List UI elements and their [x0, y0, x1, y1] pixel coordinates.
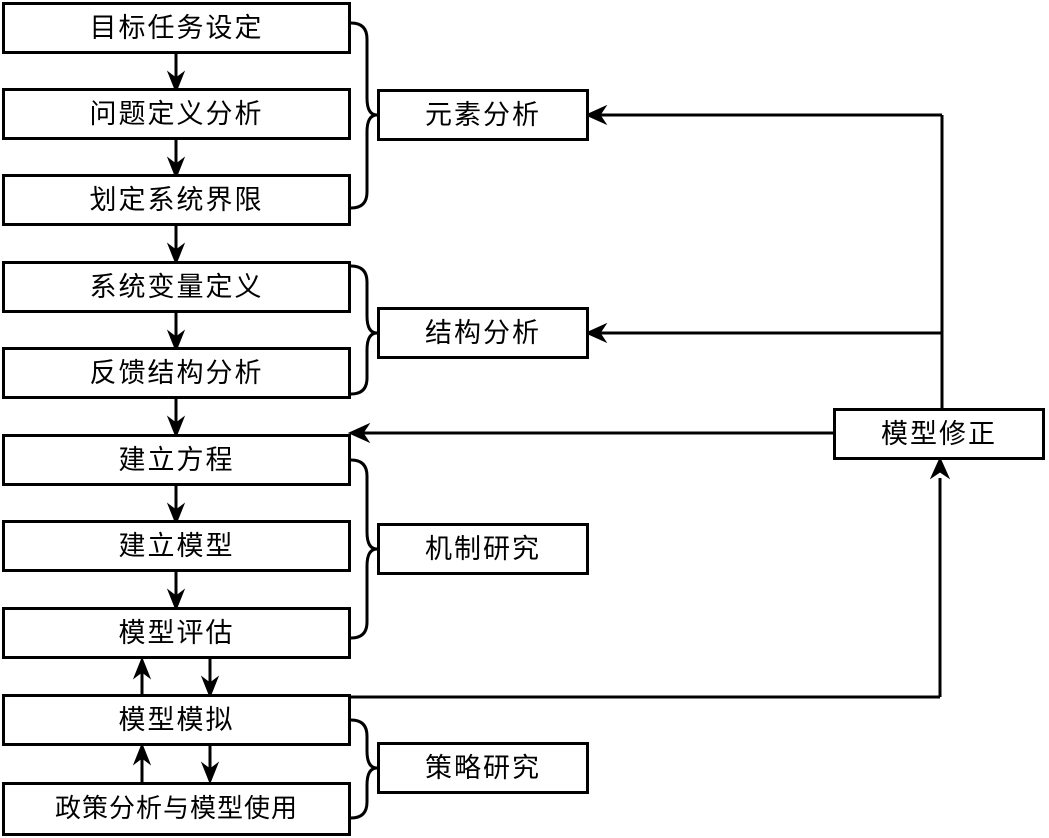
stage-label: 系统变量定义 — [89, 271, 264, 302]
stage-box-system-variable-definition[interactable]: 系统变量定义 — [2, 261, 351, 313]
arrowhead-to-structure-analysis — [584, 322, 608, 344]
brace-mechanism-study — [350, 458, 378, 640]
arrow-s3-s4 — [166, 225, 186, 266]
feedback-routing — [347, 104, 951, 699]
stage-label: 模型模拟 — [118, 704, 235, 735]
stage-label: 划定系统界限 — [89, 184, 264, 215]
arrow-s7-s8 — [166, 571, 186, 612]
stage-box-model-simulation[interactable]: 模型模拟 — [2, 694, 351, 746]
stage-box-build-model[interactable]: 建立模型 — [2, 520, 351, 572]
arrow-s8-s9-down — [200, 658, 220, 699]
stage-box-policy-analysis-and-model-use[interactable]: 政策分析与模型使用 — [2, 782, 351, 836]
arrowhead-to-equation-box — [347, 422, 371, 444]
phase-label: 机制研究 — [425, 533, 541, 564]
phase-box-element-analysis[interactable]: 元素分析 — [377, 89, 589, 141]
arrow-s9-s10-up — [132, 742, 152, 783]
arrow-s5-s6 — [166, 398, 186, 439]
phase-box-structure-analysis[interactable]: 结构分析 — [377, 307, 589, 359]
stage-label: 建立模型 — [118, 530, 235, 561]
phase-label: 元素分析 — [425, 99, 541, 130]
stage-box-problem-definition-analysis[interactable]: 问题定义分析 — [2, 88, 351, 140]
phase-box-policy-study[interactable]: 策略研究 — [377, 742, 589, 794]
stage-label: 问题定义分析 — [89, 98, 264, 129]
feedback-label: 模型修正 — [881, 418, 997, 449]
arrow-s8-s9-up — [132, 656, 152, 697]
stage-box-goal-task-setting[interactable]: 目标任务设定 — [2, 2, 351, 54]
stage-label: 模型评估 — [118, 617, 235, 648]
stage-label: 政策分析与模型使用 — [54, 794, 298, 823]
phase-label: 结构分析 — [425, 317, 541, 348]
arrowhead-to-element-analysis — [584, 104, 608, 126]
arrow-s1-s2 — [166, 53, 186, 94]
stage-label: 目标任务设定 — [89, 12, 264, 43]
arrow-s2-s3 — [166, 139, 186, 180]
phase-label: 策略研究 — [425, 752, 541, 783]
arrow-s9-s10-down — [200, 744, 220, 785]
brace-policy-study — [350, 718, 378, 820]
phase-box-mechanism-study[interactable]: 机制研究 — [377, 523, 589, 575]
stage-box-build-equation[interactable]: 建立方程 — [2, 434, 351, 486]
feedback-box-model-correction[interactable]: 模型修正 — [833, 408, 1045, 460]
arrow-s4-s5 — [166, 312, 186, 353]
arrowhead-to-correction-box — [929, 456, 951, 480]
stage-box-model-evaluation[interactable]: 模型评估 — [2, 607, 351, 659]
vertical-flow-arrows — [166, 53, 186, 612]
stage-label: 建立方程 — [118, 444, 235, 475]
stage-box-system-boundary[interactable]: 划定系统界限 — [2, 174, 351, 226]
brace-structure-analysis — [350, 264, 378, 396]
stage-box-feedback-structure-analysis[interactable]: 反馈结构分析 — [2, 347, 351, 399]
arrow-s6-s7 — [166, 485, 186, 526]
stage-label: 反馈结构分析 — [89, 357, 264, 388]
brace-element-analysis — [350, 21, 378, 210]
